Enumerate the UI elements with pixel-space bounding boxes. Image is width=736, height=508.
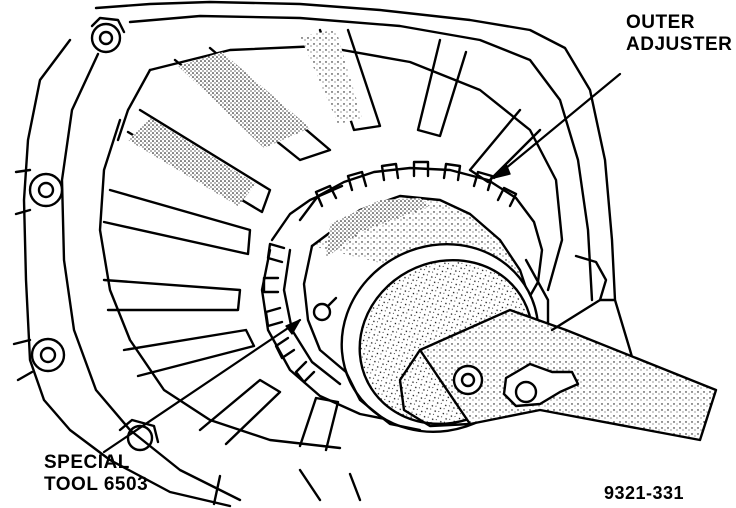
outer-adjuster-leader-arrow <box>493 163 511 179</box>
special-tool-label-line2: TOOL 6503 <box>44 474 149 495</box>
special-tool-leader-arrow <box>285 319 301 335</box>
friction-pad <box>178 52 310 148</box>
figure-number: 9321-331 <box>604 483 685 503</box>
special-tool-label: SPECIAL TOOL 6503 <box>44 452 148 496</box>
outer-adjuster-label-line1: OUTER <box>626 12 695 33</box>
special-tool-leader <box>102 318 302 454</box>
outer-adjuster-leader <box>492 72 622 180</box>
friction-pad <box>128 118 256 206</box>
special-tool-label-line1: SPECIAL <box>44 452 130 473</box>
outer-adjuster-label-line2: ADJUSTER <box>626 34 733 55</box>
outer-adjuster-label: OUTER ADJUSTER <box>626 12 732 56</box>
wrench-handle <box>398 254 718 442</box>
clutch-drum-frame <box>98 44 564 450</box>
scribe-mark <box>312 302 332 322</box>
friction-pad <box>300 30 362 124</box>
transmission-housing <box>12 0 652 508</box>
